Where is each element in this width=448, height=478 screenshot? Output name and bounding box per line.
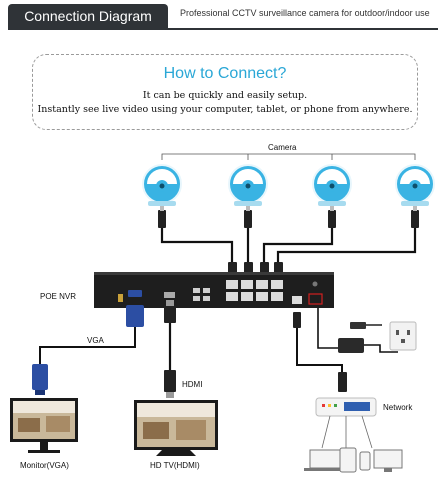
camera-1 xyxy=(142,164,182,206)
lan-cable xyxy=(293,312,347,392)
camera-bracket xyxy=(161,153,416,160)
camera-plugs xyxy=(158,206,419,228)
header-divider xyxy=(8,28,438,30)
camera-3 xyxy=(312,164,352,206)
device-links xyxy=(321,415,373,449)
camera-4 xyxy=(395,164,435,206)
header-tab: Connection Diagram xyxy=(8,4,168,28)
network-router xyxy=(315,397,377,417)
power-adapter xyxy=(317,308,398,353)
vga-cable xyxy=(32,305,144,395)
setup-text: It can be quickly and easily setup. xyxy=(142,90,308,101)
header-subtitle: Professional CCTV surveillance camera fo… xyxy=(180,8,430,18)
how-to-connect-box: How to Connect? It can be quickly and ea… xyxy=(32,54,418,130)
nvr-vga-port xyxy=(128,290,142,297)
phone-icon xyxy=(359,451,371,471)
nvr-hdmi-port xyxy=(164,292,175,298)
nvr-lan-port xyxy=(292,296,302,304)
desktop-icon xyxy=(373,449,403,472)
live-video-text: Instantly see live video using your comp… xyxy=(37,104,413,115)
hdtv-label: HD TV(HDMI) xyxy=(150,461,200,470)
hdmi-label: HDMI xyxy=(182,380,202,389)
camera-label: Camera xyxy=(268,143,297,152)
camera-2 xyxy=(228,164,268,206)
hdmi-cable xyxy=(164,300,176,398)
nvr-poe-ports xyxy=(226,280,283,301)
nvr-label: POE NVR xyxy=(40,292,76,301)
camera-cables xyxy=(160,228,417,266)
how-to-connect-title: How to Connect? xyxy=(163,65,287,82)
vga-monitor xyxy=(10,398,78,453)
tablet-icon xyxy=(339,447,357,473)
nvr-power-port xyxy=(308,293,323,305)
nvr-usb-ports xyxy=(193,288,210,301)
vga-label: VGA xyxy=(87,336,105,345)
network-label: Network xyxy=(383,403,413,412)
poe-nvr xyxy=(94,272,334,308)
monitor-label: Monitor(VGA) xyxy=(20,461,69,470)
header-tab-title: Connection Diagram xyxy=(24,8,152,24)
header: Connection Diagram Professional CCTV sur… xyxy=(0,0,448,34)
hdmi-tv xyxy=(134,400,218,456)
wall-socket-icon xyxy=(389,321,417,351)
